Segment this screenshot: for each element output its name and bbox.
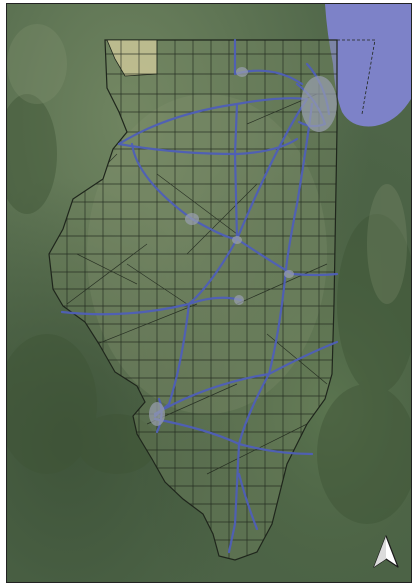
chicago-metro [301, 76, 337, 132]
highway-i88 [117, 97, 309, 146]
highway-i90 [233, 38, 304, 86]
highway-i72 [60, 296, 243, 316]
highway-i57 [227, 102, 314, 554]
highway-i55 [153, 97, 309, 418]
north-arrow-icon [373, 535, 399, 568]
highway-i24 [237, 472, 259, 531]
springfield-area [234, 295, 244, 305]
highway-i39 [233, 102, 239, 241]
st-louis-east-area [149, 402, 165, 426]
map-frame [6, 3, 412, 583]
highway-i70 [153, 340, 339, 416]
highway-i64 [153, 417, 314, 456]
lake-michigan [325, 4, 411, 127]
highlighted-county [106, 39, 158, 77]
champaign-area [284, 270, 294, 278]
peoria-area [185, 213, 199, 225]
rockford-area [236, 67, 248, 77]
map-canvas[interactable] [7, 4, 411, 582]
bloomington-area [232, 236, 242, 244]
urban-areas [149, 67, 337, 426]
terrain-texture [7, 94, 411, 524]
